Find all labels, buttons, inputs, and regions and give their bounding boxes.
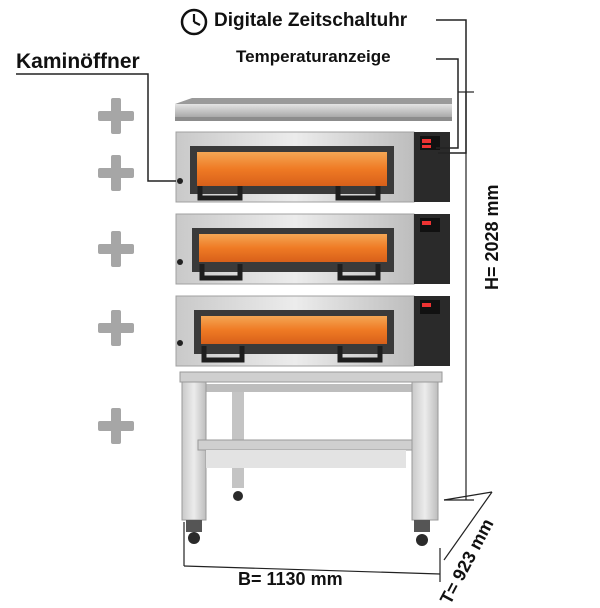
plus-icon — [96, 153, 136, 193]
chimney-label: Kaminöffner — [16, 50, 140, 73]
oven-deck-3 — [175, 295, 450, 367]
width-dimension: B= 1130 mm — [238, 569, 343, 589]
plus-icon — [96, 96, 136, 136]
clock-icon — [180, 8, 208, 36]
plus-icon — [96, 229, 136, 269]
timer-label: Digitale Zeitschaltuhr — [214, 10, 408, 31]
callout-lines — [16, 19, 467, 182]
height-dimension: H= 2028 mm — [482, 184, 502, 290]
oven-deck-2 — [175, 213, 450, 285]
oven-deck-1 — [175, 131, 450, 203]
oven-top-cover — [175, 98, 452, 121]
oven-stand — [179, 371, 443, 546]
dimension-lines — [183, 91, 493, 582]
plus-icon — [96, 308, 136, 348]
plus-icon — [96, 406, 136, 446]
temperature-label: Temperaturanzeige — [236, 47, 391, 66]
